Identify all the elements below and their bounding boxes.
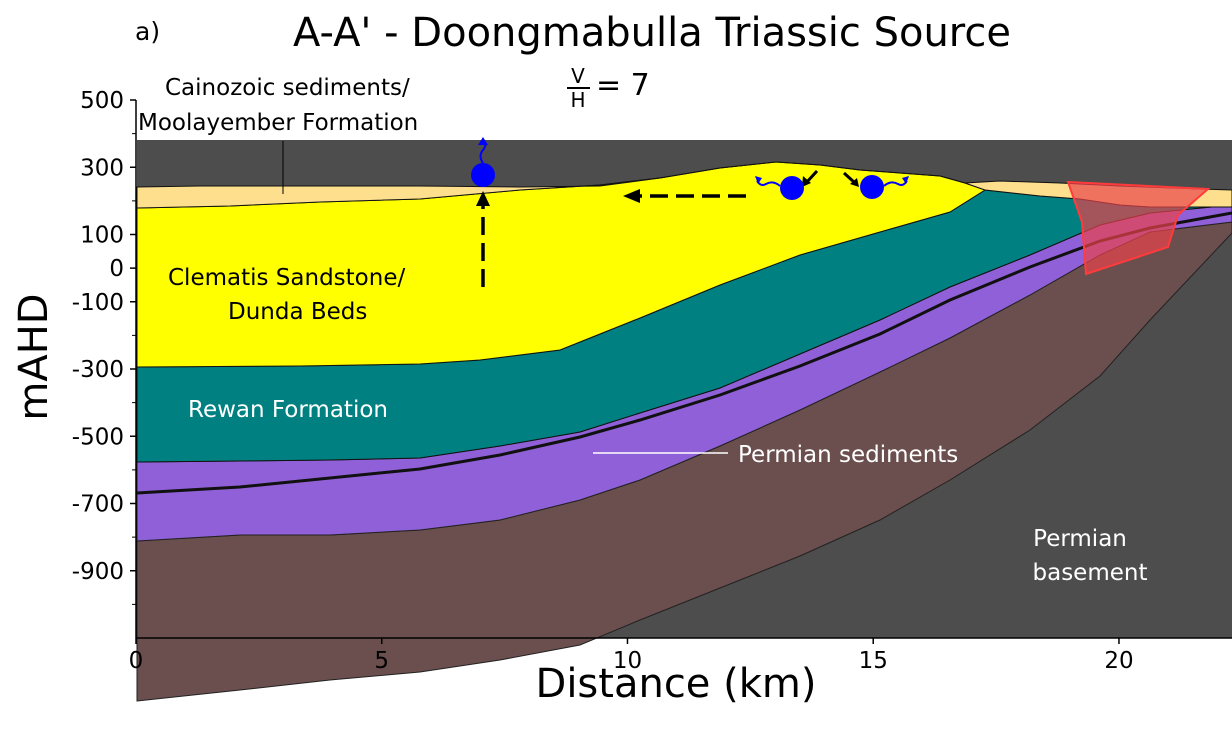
groundwater-flow-arrows [476,169,859,287]
upward-flow-arrowhead [476,191,490,206]
small-flow-arrowhead-left [802,176,811,187]
x-tick-label: 20 [1104,648,1133,674]
spring-marker-1-arrowhead [478,137,488,145]
y-tick-label: -300 [72,357,124,383]
lateral-flow-arrowhead [623,189,640,203]
y-tick-label: 300 [80,155,124,181]
y-tick-label: -700 [72,492,124,518]
permian-sediments-label: Permian sediments [738,442,958,468]
permian-internal-horizon [136,211,1232,495]
small-flow-arrowhead-right [850,178,859,187]
y-tick-label: 0 [109,256,124,282]
x-tick-label: 10 [613,648,642,674]
clematis-label-line-1: Clematis Sandstone/ [168,265,405,291]
y-tick-label: 100 [80,223,124,249]
y-axis-label: mAHD [11,293,57,420]
cainozoic-label-line-1: Cainozoic sediments/ [165,75,410,101]
x-tick-label: 5 [374,648,389,674]
cainozoic-label-line-2: Moolayember Formation [138,110,418,136]
spring-marker-3 [860,175,884,199]
basement-label-line-1: Permian [1033,526,1127,552]
cainozoic-sediments-layer [136,161,1232,209]
spring-marker-2-arrowhead [755,176,762,184]
spring-marker-2-outflow-icon [756,180,781,187]
basement-label-line-2: basement [1033,560,1148,586]
scale-numerator: V [571,64,585,88]
vertical-exaggeration-note: V H = 7 [567,64,650,112]
spring-marker-3-arrowhead [902,176,909,184]
figure-title: A-A' - Doongmabulla Triassic Source [293,10,1011,56]
rewan-label: Rewan Formation [188,397,388,423]
clematis-label-line-2: Dunda Beds [228,299,367,325]
triassic-source-zone [1066,180,1211,276]
scale-value: = 7 [596,68,650,103]
x-axis-ticks: 0 5 10 15 20 [129,638,1134,674]
x-axis-label: Distance (km) [536,661,817,707]
y-tick-label: 500 [80,88,124,114]
y-axis-ticks: 500 300 100 0 -100 -300 -500 -700 -900 [72,88,136,605]
x-tick-label: 0 [129,648,144,674]
x-tick-label: 15 [859,648,888,674]
axes: 500 300 100 0 -100 -300 -500 -700 -900 0 5 10 15 20 [72,88,1232,674]
spring-marker-1 [471,163,495,187]
panel-label: a) [135,17,160,46]
plot-area: Cainozoic sediments/ Moolayember Formati… [136,75,1232,702]
spring-marker-3-outflow-icon [883,180,908,187]
y-tick-label: -100 [72,290,124,316]
spring-marker-2 [780,176,804,200]
y-tick-label: -900 [72,559,124,585]
y-tick-label: -500 [72,424,124,450]
spring-markers [471,137,909,200]
scale-denominator: H [570,88,585,112]
